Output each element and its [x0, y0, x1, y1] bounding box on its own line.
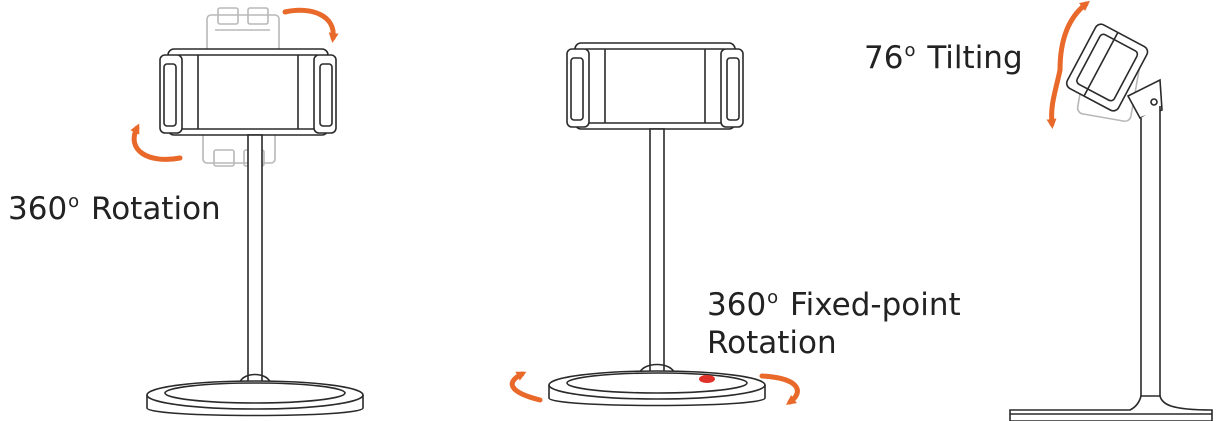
base: [1009, 395, 1213, 421]
phone-holder: [159, 48, 337, 136]
tilt-arrow-up: [1057, 0, 1090, 73]
pole: [649, 128, 665, 375]
fixed-point-text: Fixed-point: [790, 287, 961, 323]
fixed-point-line2: Rotation: [707, 325, 837, 361]
degree-mark: o: [904, 40, 916, 61]
stand-tilting: [1009, 23, 1213, 421]
fixed-point-label: 360o Fixed-point Rotation: [707, 279, 961, 362]
rotation-label: 360o Rotation: [8, 183, 221, 228]
tilting-value: 76: [864, 40, 904, 76]
degree-mark: o: [767, 287, 779, 308]
rotation-value: 360: [8, 191, 68, 227]
stand-rotation: [146, 7, 364, 417]
rotation-text: Rotation: [91, 191, 221, 227]
stand-fixed-point: [548, 42, 766, 407]
tilt-arrow-down: [1046, 67, 1063, 129]
base-rotate-arrow-right: [759, 373, 800, 405]
base-rotate-arrow-left: [509, 371, 543, 403]
pole: [247, 134, 263, 386]
pivot-dot: [699, 375, 715, 383]
neck: [1126, 78, 1163, 119]
rotate-arrow-top: [282, 7, 339, 43]
degree-mark: o: [68, 191, 80, 212]
tilting-label: 76o Tilting: [864, 32, 1023, 77]
base: [548, 363, 766, 407]
pivot-screw: [1150, 98, 1158, 106]
base: [146, 373, 364, 417]
fixed-point-value: 360: [707, 287, 767, 323]
pole: [1140, 106, 1161, 405]
phone-holder: [566, 42, 744, 130]
phone-holder: [1065, 23, 1149, 112]
fixed-point-line1: 360o Fixed-point: [707, 279, 961, 324]
tilting-text: Tilting: [927, 40, 1023, 76]
rotate-arrow-bottom: [130, 123, 183, 162]
